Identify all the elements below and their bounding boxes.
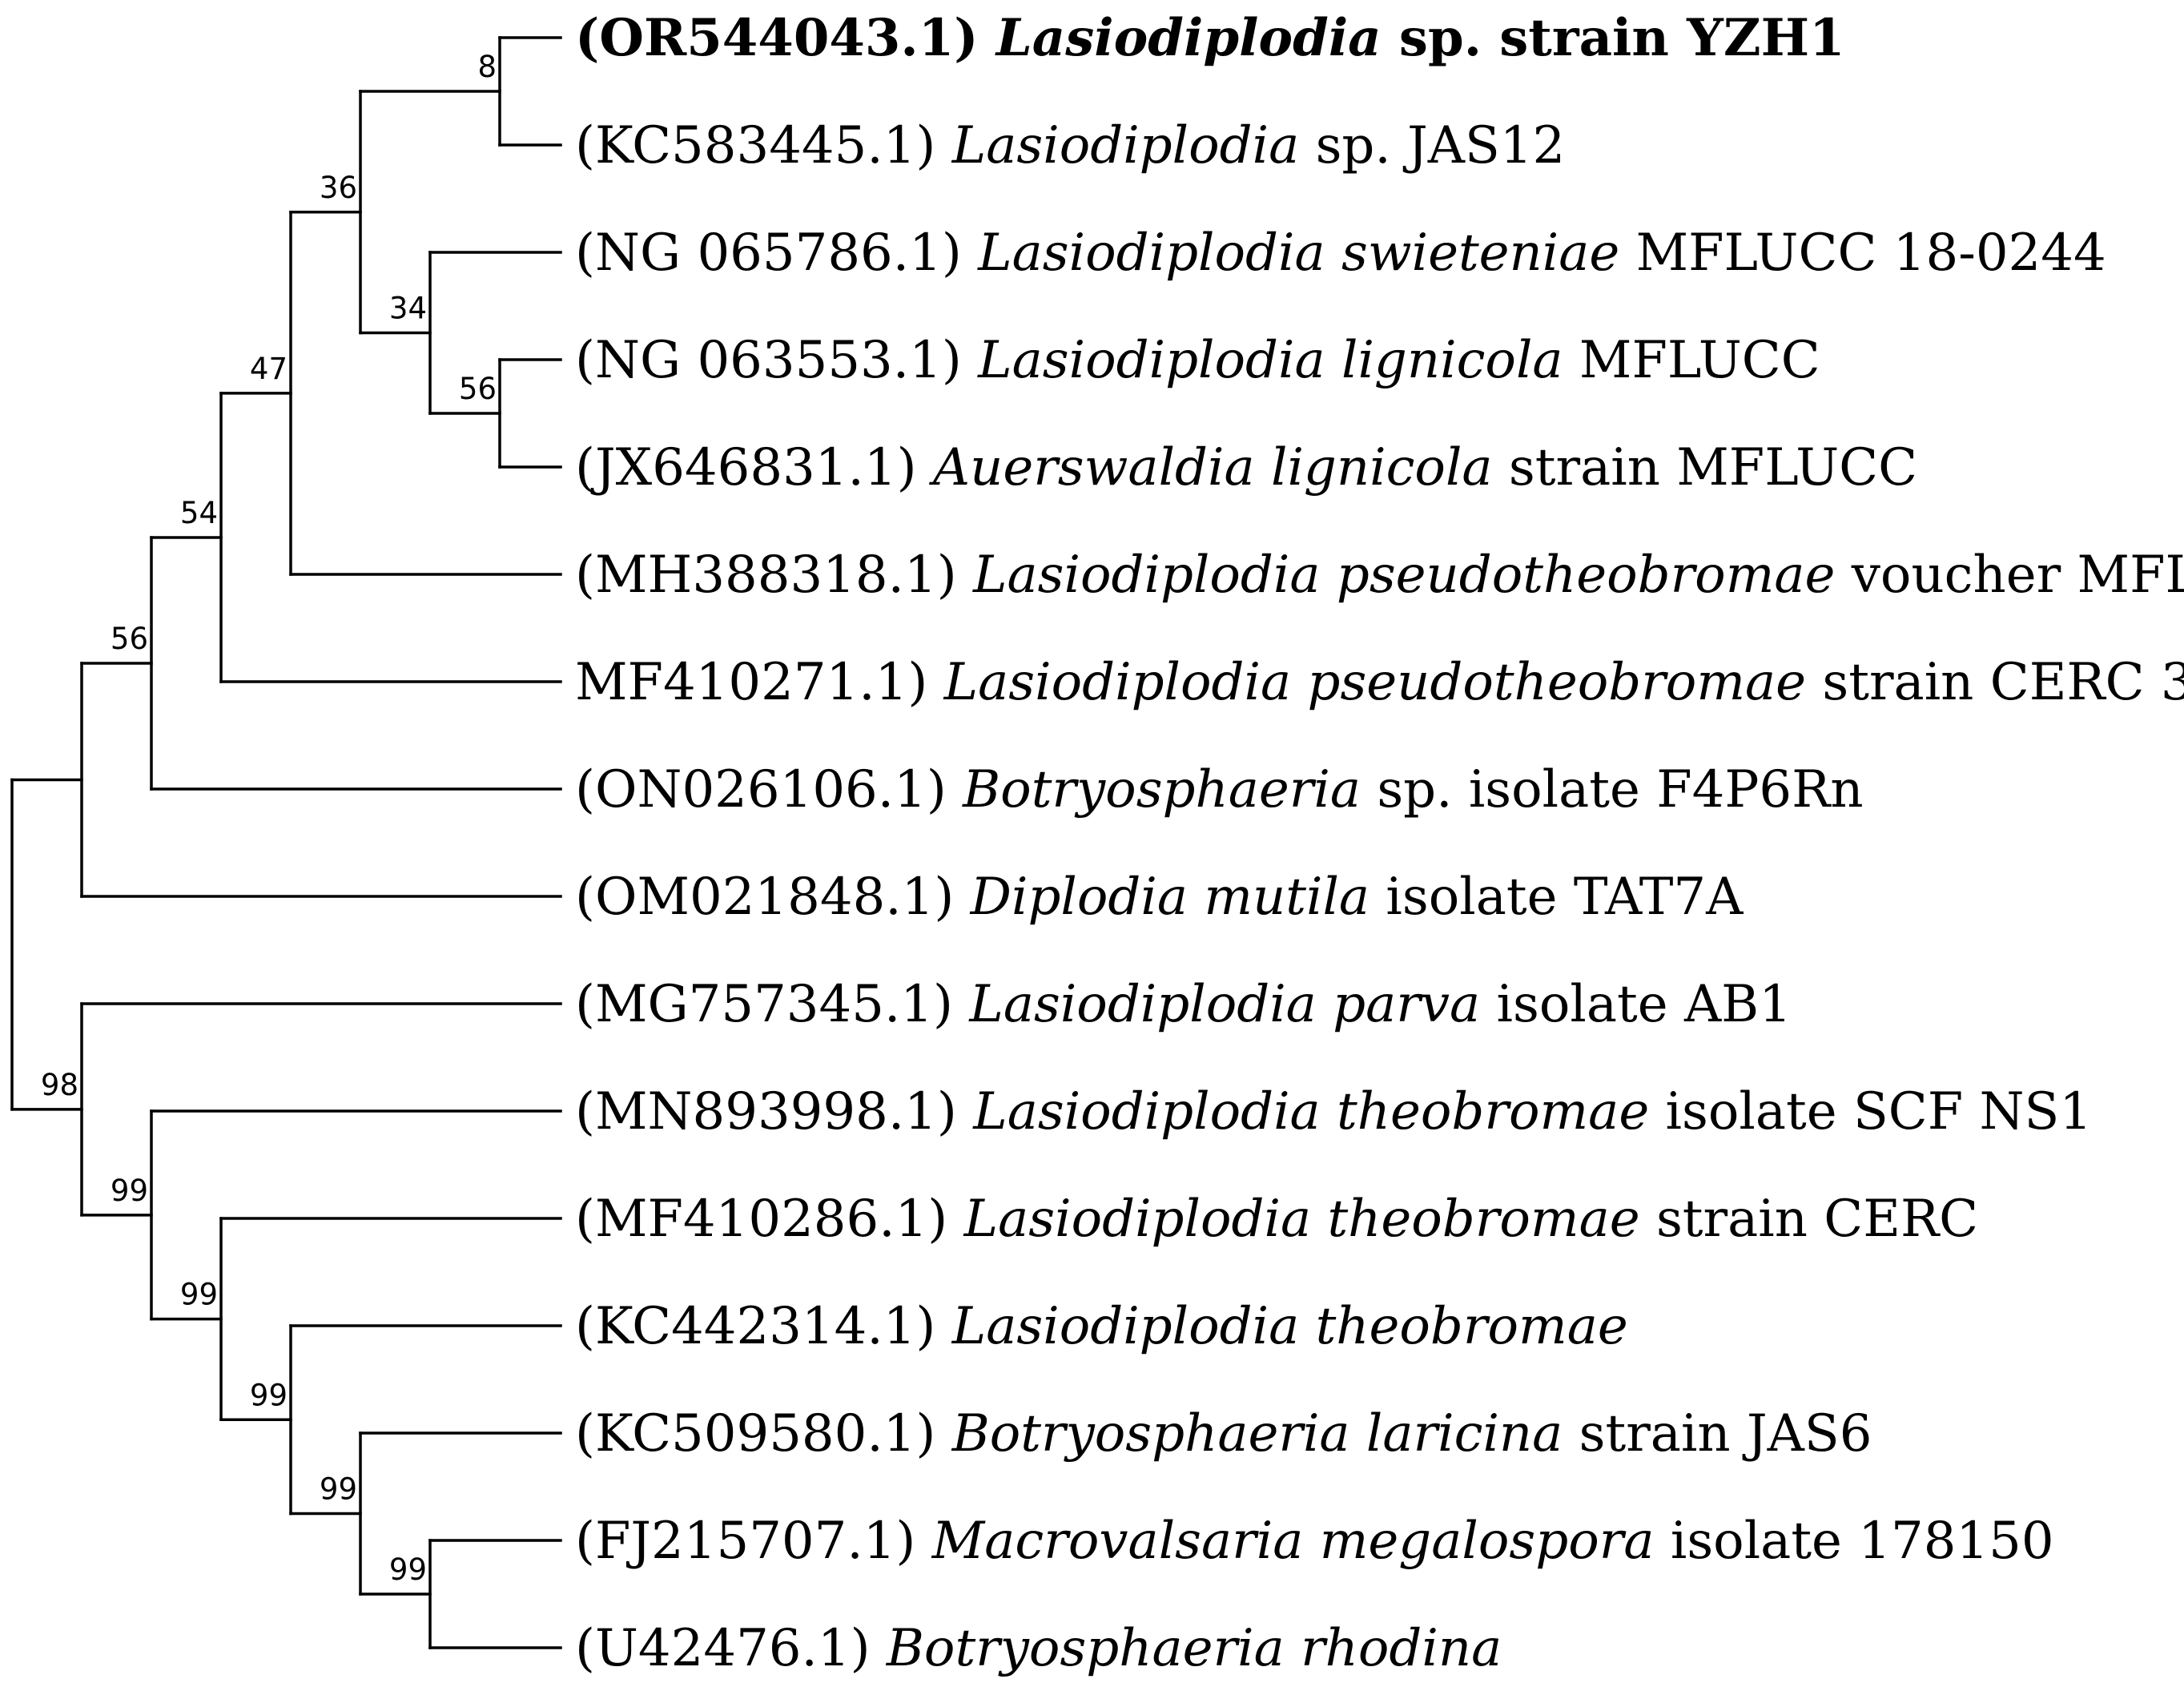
genus-name: Lasiodiplodia xyxy=(957,1082,1321,1141)
species-epithet: theobromae xyxy=(1321,1082,1650,1141)
bootstrap-value: 56 xyxy=(111,622,148,656)
taxon-label: (FJ215707.1) Macrovalsaria megalospora i… xyxy=(575,1512,2054,1571)
taxon-label: (KC509580.1) Botryosphaeria laricina str… xyxy=(575,1404,1872,1464)
strain-descriptor: sp. isolate F4P6Rn xyxy=(1361,760,1864,819)
accession-number: (NG 065786.1) xyxy=(575,223,962,283)
accession-number: (ON026106.1) xyxy=(575,760,947,819)
taxon-label: (KC442314.1) Lasiodiplodia theobromae xyxy=(575,1297,1628,1356)
bootstrap-value: 99 xyxy=(250,1378,288,1412)
species-epithet: theobromae xyxy=(1299,1297,1628,1356)
strain-descriptor: isolate 178150 xyxy=(1655,1512,2054,1571)
strain-descriptor: strain MFLUCC xyxy=(1493,438,1918,497)
taxon-label: (NG 063553.1) Lasiodiplodia lignicola MF… xyxy=(575,331,1820,390)
genus-name: Auerswaldia xyxy=(917,438,1255,497)
genus-name: Diplodia xyxy=(954,868,1188,927)
accession-number: (OM021848.1) xyxy=(575,868,954,927)
accession-number: (MG757345.1) xyxy=(575,975,953,1034)
genus-name: Botryosphaeria xyxy=(935,1404,1349,1464)
species-epithet: lignicola xyxy=(1255,438,1493,497)
species-epithet: pseudotheobromae xyxy=(1321,546,1836,605)
bootstrap-value: 47 xyxy=(250,352,288,386)
genus-name: Lasiodiplodia xyxy=(935,116,1299,175)
genus-name: Macrovalsaria xyxy=(915,1512,1303,1571)
species-epithet: swieteniae xyxy=(1325,223,1620,283)
species-epithet: lignicola xyxy=(1325,331,1563,390)
strain-descriptor: strain JAS6 xyxy=(1563,1404,1872,1464)
taxon-label: (OM021848.1) Diplodia mutila isolate TAT… xyxy=(575,868,1744,927)
strain-descriptor: MFLUCC xyxy=(1563,331,1820,390)
bootstrap-value: 56 xyxy=(459,372,497,406)
genus-name: Lasiodiplodia xyxy=(962,223,1325,283)
bootstrap-value: 99 xyxy=(389,1552,427,1587)
taxon-label: (MF410286.1) Lasiodiplodia theobromae st… xyxy=(575,1190,1978,1249)
bootstrap-value: 8 xyxy=(477,50,497,84)
genus-name: Lasiodiplodia xyxy=(979,8,1382,68)
genus-name: Lasiodiplodia xyxy=(927,653,1291,712)
strain-descriptor: strain CERC xyxy=(1640,1190,1979,1249)
accession-number: (KC509580.1) xyxy=(575,1404,935,1464)
strain-descriptor: sp. JAS12 xyxy=(1299,116,1565,175)
strain-descriptor: strain CERC 3496 xyxy=(1806,653,2184,712)
taxon-label: (JX646831.1) Auerswaldia lignicola strai… xyxy=(575,438,1917,497)
bootstrap-value: 99 xyxy=(111,1174,148,1208)
genus-name: Lasiodiplodia xyxy=(957,546,1321,605)
taxon-label: (MG757345.1) Lasiodiplodia parva isolate… xyxy=(575,975,1792,1034)
strain-descriptor: MFLUCC 18-0244 xyxy=(1619,223,2106,283)
species-epithet: rhodina xyxy=(1285,1619,1502,1678)
genus-name: Lasiodiplodia xyxy=(947,1190,1311,1249)
accession-number: (NG 063553.1) xyxy=(575,331,962,390)
species-epithet: megalospora xyxy=(1303,1512,1654,1571)
strain-descriptor: isolate TAT7A xyxy=(1370,868,1744,927)
species-epithet: parva xyxy=(1317,975,1480,1034)
species-epithet: theobromae xyxy=(1311,1190,1640,1249)
bootstrap-value: 99 xyxy=(320,1472,357,1507)
genus-name: Lasiodiplodia xyxy=(953,975,1317,1034)
genus-name: Botryosphaeria xyxy=(871,1619,1285,1678)
taxon-label: (MN893998.1) Lasiodiplodia theobromae is… xyxy=(575,1082,2092,1141)
accession-number: MF410271.1) xyxy=(575,653,927,712)
species-epithet: mutila xyxy=(1188,868,1370,927)
strain-descriptor: isolate SCF NS1 xyxy=(1649,1082,2092,1141)
taxon-label: (U42476.1) Botryosphaeria rhodina xyxy=(575,1619,1502,1678)
tree-branches xyxy=(10,36,562,1649)
strain-descriptor: voucher MFLUCC xyxy=(1835,546,2184,605)
taxon-label: (KC583445.1) Lasiodiplodia sp. JAS12 xyxy=(575,116,1565,175)
genus-name: Lasiodiplodia xyxy=(935,1297,1299,1356)
accession-number: (MN893998.1) xyxy=(575,1082,957,1141)
taxon-label: (MH388318.1) Lasiodiplodia pseudotheobro… xyxy=(575,546,2184,605)
genus-name: Lasiodiplodia xyxy=(962,331,1325,390)
accession-number: (U42476.1) xyxy=(575,1619,871,1678)
accession-number: (FJ215707.1) xyxy=(575,1512,915,1571)
taxon-label: MF410271.1) Lasiodiplodia pseudotheobrom… xyxy=(575,653,2184,712)
accession-number: (MH388318.1) xyxy=(575,546,957,605)
accession-number: (JX646831.1) xyxy=(575,438,917,497)
accession-number: (KC442314.1) xyxy=(575,1297,935,1356)
strain-descriptor: sp. strain YZH1 xyxy=(1382,8,1845,68)
bootstrap-support-values: 8 56 34 36 47 54 56 99 99 99 99 99 98 xyxy=(41,50,497,1587)
genus-name: Botryosphaeria xyxy=(947,760,1361,819)
taxon-label: (NG 065786.1) Lasiodiplodia swieteniae M… xyxy=(575,223,2106,283)
taxon-label: (ON026106.1) Botryosphaeria sp. isolate … xyxy=(575,760,1864,819)
accession-number: (KC583445.1) xyxy=(575,116,935,175)
bootstrap-value: 98 xyxy=(41,1068,78,1102)
bootstrap-value: 34 xyxy=(389,292,427,326)
bootstrap-value: 36 xyxy=(320,171,357,205)
accession-number: (MF410286.1) xyxy=(575,1190,947,1249)
taxon-labels: (OR544043.1) Lasiodiplodia sp. strain YZ… xyxy=(575,8,2184,1678)
taxon-label: (OR544043.1) Lasiodiplodia sp. strain YZ… xyxy=(575,8,1845,68)
strain-descriptor: isolate AB1 xyxy=(1480,975,1792,1034)
accession-number: (OR544043.1) xyxy=(575,8,979,68)
species-epithet: laricina xyxy=(1350,1404,1563,1464)
bootstrap-value: 99 xyxy=(180,1278,218,1312)
species-epithet: pseudotheobromae xyxy=(1291,653,1806,712)
bootstrap-value: 54 xyxy=(180,496,218,530)
